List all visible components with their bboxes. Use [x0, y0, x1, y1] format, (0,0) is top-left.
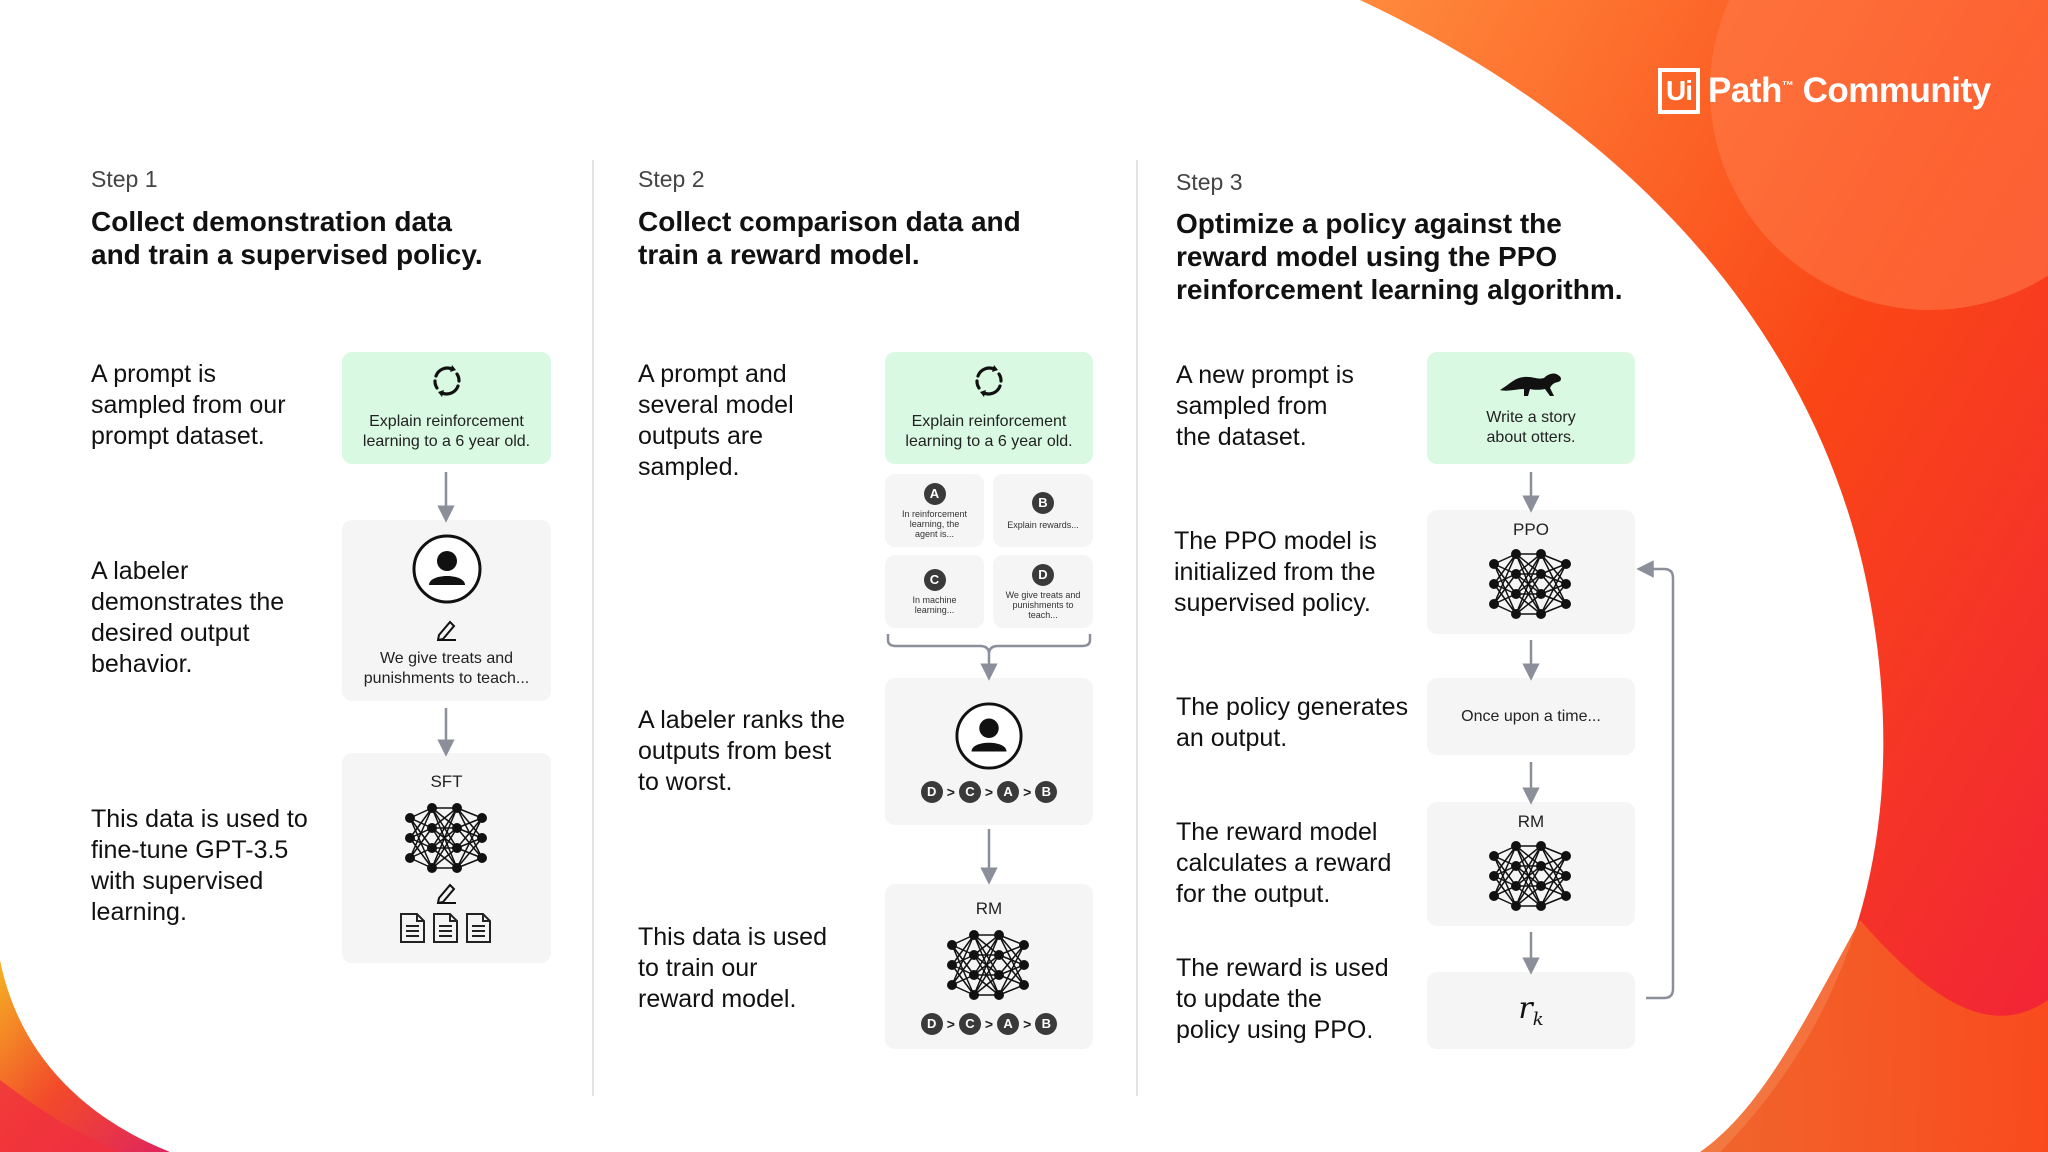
step2-title: Collect comparison data and train a rewa…	[638, 206, 1021, 270]
rm-label: RM	[975, 898, 1003, 918]
column-divider-2	[1136, 160, 1138, 1096]
step2-label: Step 2	[638, 166, 705, 192]
step2-ranking-box: D> C> A> B	[885, 678, 1093, 825]
step3-label: Step 3	[1176, 169, 1243, 195]
logo-mark: Ui	[1658, 68, 1700, 114]
logo-text: Path™ Community	[1708, 71, 1991, 110]
column-divider-1	[592, 160, 594, 1096]
step1-sft-box: SFT	[342, 753, 551, 963]
otter-icon	[1500, 373, 1561, 396]
documents-icon	[399, 913, 491, 943]
policy-output-text: Once upon a time...	[1461, 707, 1601, 725]
sft-label: SFT	[430, 772, 463, 791]
step3-ppo-box: PPO	[1427, 510, 1635, 634]
ppo-label: PPO	[1513, 520, 1549, 539]
refresh-icon	[975, 365, 1003, 397]
pencil-icon	[436, 883, 456, 904]
output-d-badge: D	[1032, 563, 1054, 586]
rm-label: RM	[1517, 812, 1545, 831]
neural-network-icon	[404, 803, 487, 873]
step3-rm-box: RM	[1427, 802, 1635, 926]
refresh-icon	[432, 365, 461, 397]
neural-network-icon	[947, 929, 1029, 1000]
step3-reward-box: rk	[1427, 972, 1635, 1049]
labeler-person-icon	[955, 701, 1023, 770]
output-a-badge: A	[923, 482, 946, 505]
output-b-badge: B	[1032, 491, 1054, 514]
output-b-box: B Explain rewards...	[993, 474, 1093, 547]
step1-label: Step 1	[91, 166, 158, 192]
neural-network-icon	[1489, 549, 1571, 619]
step2-rm-box: RM D> C> A> B	[885, 884, 1093, 1049]
step1-title: Collect demonstration data and train a s…	[91, 206, 483, 270]
reward-symbol: rk	[1518, 991, 1544, 1030]
step3-title: Optimize a policy against the reward mod…	[1176, 208, 1623, 305]
neural-network-icon	[1489, 841, 1571, 911]
uipath-community-logo: Ui Path™ Community	[1658, 60, 1998, 122]
ranking-row: D> C> A> B	[920, 1012, 1058, 1035]
labeler-person-icon	[412, 534, 481, 603]
pencil-icon	[436, 620, 456, 641]
step3-output-box: Once upon a time...	[1427, 678, 1635, 755]
ranking-row: D> C> A> B	[920, 780, 1058, 803]
output-c-badge: C	[923, 568, 946, 591]
